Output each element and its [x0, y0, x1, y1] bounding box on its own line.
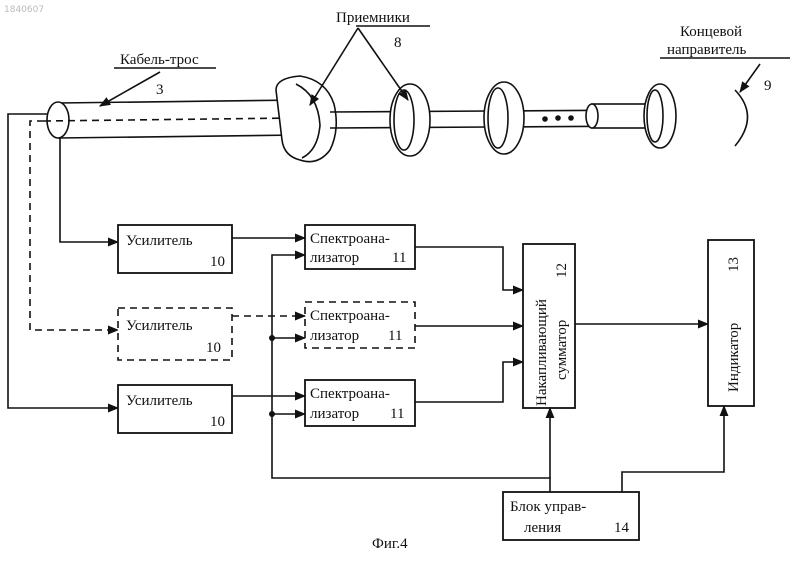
spectrum-analyzer-2-line2: лизатор [310, 328, 359, 344]
receivers-number: 8 [394, 35, 402, 51]
spectrum-analyzer-2-line1: Спектроана- [310, 308, 390, 324]
indicator-number: 13 [726, 257, 742, 272]
cable-number: 3 [156, 82, 164, 98]
cable-bottom-edge [58, 135, 300, 138]
continuation-dot [542, 116, 548, 122]
spectrum-analyzer-1: Спектроана- лизатор 11 [305, 225, 415, 269]
control-unit-line2: ления [524, 520, 561, 536]
cable-inner-conductor [44, 118, 295, 121]
spectrum-analyzer-1-line1: Спектроана- [310, 231, 390, 247]
spectrum-analyzer-1-number: 11 [392, 250, 406, 266]
control-unit-number: 14 [614, 520, 630, 536]
amplifier-3-label: Усилитель [126, 393, 193, 409]
guide-label-line2: направитель [667, 42, 746, 58]
spectrum-analyzer-2: Спектроана- лизатор 11 [305, 302, 415, 348]
adder-number: 12 [554, 263, 570, 278]
continuation-dot [555, 115, 561, 121]
guide-label-line1: Концевой [680, 24, 742, 40]
figure-caption: Фиг.4 [372, 536, 408, 552]
end-guide [735, 90, 748, 146]
control-unit-line1: Блок управ- [510, 499, 586, 515]
amplifier-1: Усилитель 10 [118, 225, 232, 273]
cable-tail [592, 104, 652, 128]
indicator: Индикатор 13 [708, 240, 754, 406]
amplifier-1-label: Усилитель [126, 233, 193, 249]
cable-top-edge [58, 100, 300, 103]
watermark: 1840607 [4, 5, 44, 15]
spectrum-analyzer-1-line2: лизатор [310, 250, 359, 266]
spectrum-analyzer-3-number: 11 [390, 406, 404, 422]
accumulating-adder: Накапливающий сумматор 12 [523, 244, 575, 408]
adder-line1: Накапливающий [534, 299, 550, 406]
guide-number: 9 [764, 78, 772, 94]
amplifier-3-number: 10 [210, 414, 225, 430]
adder-line2: сумматор [554, 320, 570, 380]
receivers-label: Приемники [336, 10, 410, 26]
amplifier-2: Усилитель 10 [118, 308, 232, 360]
control-unit: Блок управ- ления 14 [503, 492, 639, 540]
spectrum-analyzer-3-line2: лизатор [310, 406, 359, 422]
amplifier-2-label: Усилитель [126, 318, 193, 334]
receiver-1 [276, 76, 336, 162]
receiver-last [644, 84, 676, 148]
spectrum-analyzer-3-line1: Спектроана- [310, 386, 390, 402]
cable-end [47, 102, 69, 138]
spectrum-analyzer-2-number: 11 [388, 328, 402, 344]
amplifier-3: Усилитель 10 [118, 385, 232, 433]
amplifier-2-number: 10 [206, 340, 221, 356]
towed-cable-assembly [44, 76, 748, 162]
cable-label: Кабель-трос [120, 52, 199, 68]
spectrum-analyzer-3: Спектроана- лизатор 11 [305, 380, 415, 426]
continuation-dot [568, 115, 574, 121]
amplifier-1-number: 10 [210, 254, 225, 270]
indicator-label: Индикатор [726, 323, 742, 392]
